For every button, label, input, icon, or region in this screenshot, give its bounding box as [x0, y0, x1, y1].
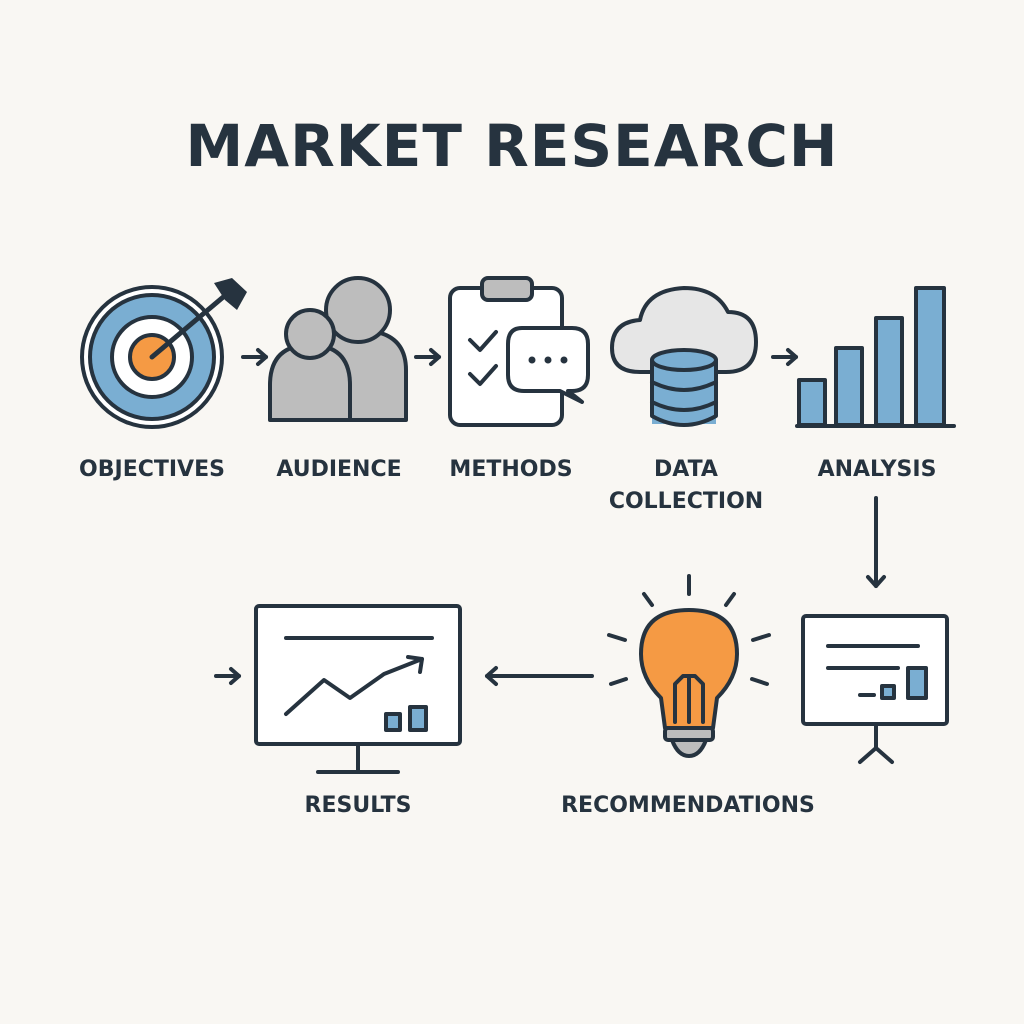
- label-methods: METHODS: [449, 457, 573, 482]
- cloud-database-icon: [610, 286, 758, 427]
- presentation-board-icon: [801, 614, 949, 764]
- arrow-left-icon: [485, 666, 594, 686]
- diagram-title: MARKET RESEARCH: [185, 112, 839, 180]
- monitor-trend-icon: [254, 604, 462, 774]
- label-objectives: OBJECTIVES: [79, 457, 225, 482]
- label-data: DATA: [654, 457, 718, 482]
- label-collection: COLLECTION: [608, 489, 764, 514]
- arrow-icon: [214, 667, 241, 685]
- label-recommendations: RECOMMENDATIONS: [561, 793, 815, 818]
- target-icon: [80, 278, 247, 429]
- clipboard-checklist-icon: [448, 276, 590, 427]
- arrow-icon: [241, 348, 268, 366]
- people-icon: [268, 276, 408, 422]
- label-analysis: ANALYSIS: [817, 457, 937, 482]
- arrow-down-icon: [866, 496, 886, 588]
- label-audience: AUDIENCE: [276, 457, 402, 482]
- arrow-icon: [414, 348, 441, 366]
- bar-chart-icon: [795, 286, 956, 428]
- label-results: RESULTS: [304, 793, 412, 818]
- lightbulb-icon: [607, 574, 771, 758]
- arrow-icon: [771, 348, 798, 366]
